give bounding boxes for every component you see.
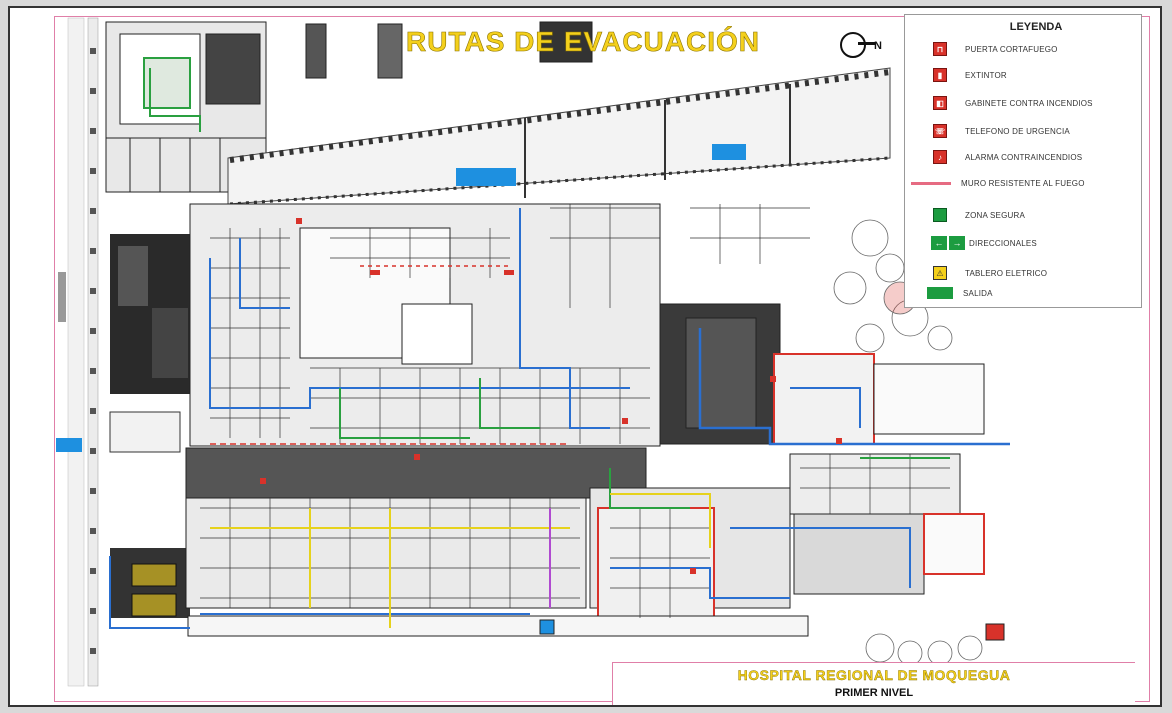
plan-title: RUTAS DE EVACUACIÓN xyxy=(406,26,760,58)
floor-level: PRIMER NIVEL xyxy=(834,687,914,699)
legend-item-emergency-phone: ☏ TELEFONO DE URGENCIA xyxy=(933,121,1070,141)
evacuation-routes xyxy=(109,208,1010,629)
legend-panel: LEYENDA ⊓ PUERTA CORTAFUEGO ▮ EXTINTOR ◧… xyxy=(904,14,1142,308)
floor-plan-drawing xyxy=(56,17,1010,687)
legend-item-fire-alarm: ♪ ALARMA CONTRAINCENDIOS xyxy=(933,147,1082,167)
legend-item-safe-zone: ZONA SEGURA xyxy=(933,205,1025,225)
route-markers xyxy=(260,218,842,574)
fire-door-icon: ⊓ xyxy=(933,42,947,56)
north-arrow: N xyxy=(836,28,882,62)
direction-arrows-icon: ←→ xyxy=(931,236,965,250)
exit-sign-icon xyxy=(927,287,953,299)
north-label: N xyxy=(874,40,882,52)
title-block: HOSPITAL REGIONAL DE MOQUEGUA PRIMER NIV… xyxy=(612,662,1135,705)
legend-item-extinguisher: ▮ EXTINTOR xyxy=(933,65,1007,85)
fire-cabinet-icon: ◧ xyxy=(933,96,947,110)
emergency-phone-icon: ☏ xyxy=(933,124,947,138)
legend-item-electric-board: ⚠ TABLERO ELETRICO xyxy=(933,263,1047,283)
plan-sheet: RUTAS DE EVACUACIÓN N LEYENDA ⊓ PUERTA C… xyxy=(8,6,1162,707)
top-left-wing xyxy=(105,21,593,193)
legend-item-exit: SALIDA xyxy=(927,283,993,303)
west-block xyxy=(56,234,194,618)
left-grid-strip xyxy=(58,17,99,687)
electric-board-icon: ⚠ xyxy=(933,266,947,280)
safe-zone-icon xyxy=(933,208,947,222)
legend-item-directions: ←→ DIRECCIONALES xyxy=(931,233,1037,253)
legend-item-fire-wall: MURO RESISTENTE AL FUEGO xyxy=(911,173,1085,193)
north-arrow-icon xyxy=(840,32,866,58)
fire-wall-line xyxy=(911,181,951,185)
sheet-border xyxy=(54,16,1150,702)
legend-item-fire-cabinet: ◧ GABINETE CONTRA INCENDIOS xyxy=(933,93,1093,113)
central-building xyxy=(185,203,1005,641)
hospital-name: HOSPITAL REGIONAL DE MOQUEGUA xyxy=(737,667,1011,683)
extinguisher-icon: ▮ xyxy=(933,68,947,82)
fire-alarm-icon: ♪ xyxy=(933,150,947,164)
legend-title: LEYENDA xyxy=(1009,21,1063,33)
legend-item-fire-door: ⊓ PUERTA CORTAFUEGO xyxy=(933,39,1058,59)
parking-row xyxy=(227,67,891,206)
